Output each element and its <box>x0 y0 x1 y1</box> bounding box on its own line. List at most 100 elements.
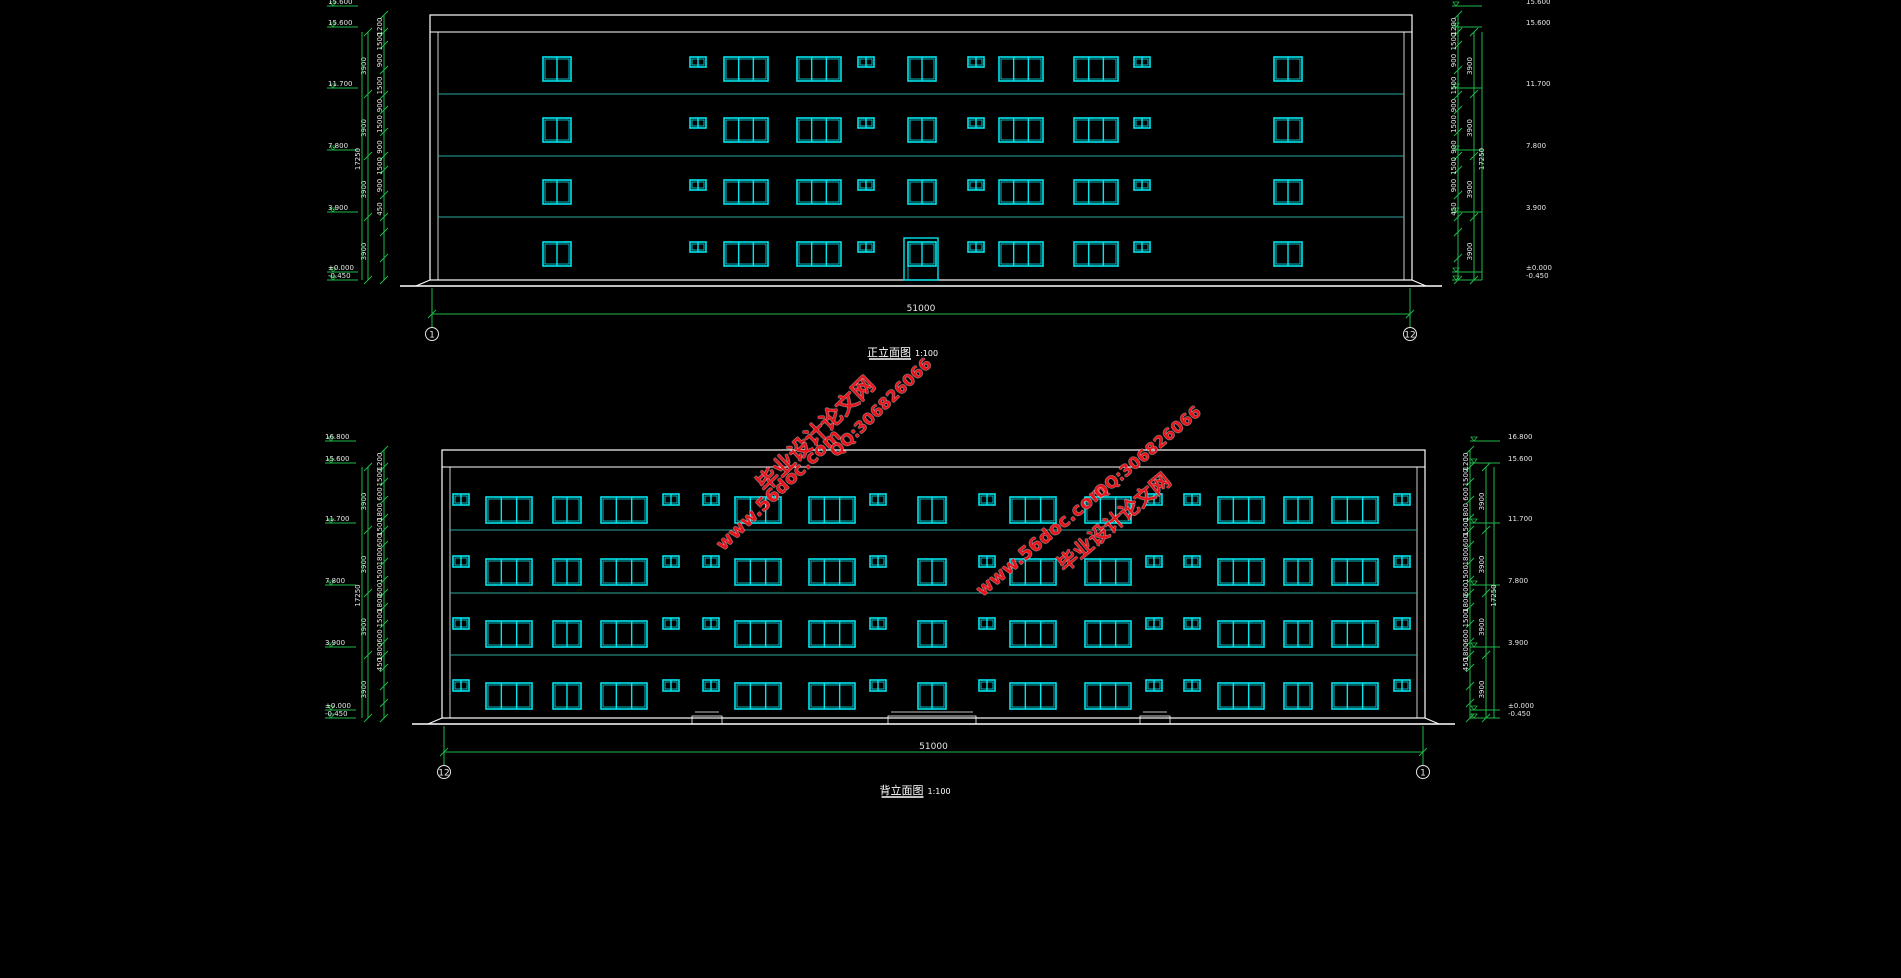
dim-value: 3900 <box>1466 243 1474 261</box>
elevation-label: 11.700 <box>1508 515 1533 523</box>
elevation-label: ±0.000 <box>1526 264 1552 272</box>
elevation-label: 15.600 <box>328 0 353 6</box>
dim-tick <box>363 650 373 660</box>
dim-value: 3900 <box>1478 556 1486 574</box>
window <box>907 56 937 82</box>
dim-value: 1200 <box>1462 453 1470 471</box>
window <box>702 493 720 506</box>
dim-value: 600 <box>1462 534 1470 547</box>
dim-value: 1500 <box>1462 469 1470 487</box>
entrance-step <box>1139 715 1171 725</box>
dim-tick <box>1465 557 1475 567</box>
elevation-label: 11.700 <box>328 80 353 88</box>
window <box>1217 558 1265 586</box>
dim-value: 1800 <box>1462 643 1470 661</box>
window <box>1393 679 1411 692</box>
dim-tick <box>379 27 389 37</box>
total-width-label: 51000 <box>907 304 936 314</box>
elevation-triangle <box>1470 436 1478 442</box>
ground-slope-left <box>415 279 431 287</box>
dim-tick <box>379 253 389 263</box>
dim-tick <box>379 190 389 200</box>
window <box>1283 682 1313 710</box>
window <box>1145 555 1163 568</box>
window <box>662 555 680 568</box>
dim-tick <box>379 165 389 175</box>
axis-label-right: 1 <box>1420 769 1426 779</box>
window <box>808 558 856 586</box>
dim-tick <box>363 27 373 37</box>
window <box>998 56 1044 82</box>
window <box>600 496 648 524</box>
dim-tick <box>1465 663 1475 673</box>
dim-tick <box>1465 588 1475 598</box>
window <box>452 493 470 506</box>
window <box>600 558 648 586</box>
window <box>1217 496 1265 524</box>
window <box>552 682 582 710</box>
window <box>1145 617 1163 630</box>
window <box>552 620 582 648</box>
elevation-label: -0.450 <box>328 272 351 280</box>
dim-tick <box>363 89 373 99</box>
dim-value: 1800 <box>376 503 384 521</box>
window <box>1133 117 1151 129</box>
elevation-triangle <box>327 713 335 719</box>
dim-value: 1500 <box>376 115 384 133</box>
window <box>662 493 680 506</box>
elevation-triangle <box>327 705 335 711</box>
window <box>1073 241 1119 267</box>
dim-tick <box>1453 151 1463 161</box>
dim-total: 17250 <box>1490 584 1498 606</box>
dim-tick <box>1469 27 1479 37</box>
dim-value: 450 <box>1450 202 1458 215</box>
dim-tick <box>1481 713 1491 723</box>
dim-value: 3900 <box>360 618 368 636</box>
entrance-step <box>691 715 723 725</box>
window <box>485 682 533 710</box>
entrance-door <box>903 237 939 281</box>
dim-total: 17250 <box>354 584 362 606</box>
window <box>689 56 707 68</box>
window <box>1145 679 1163 692</box>
elevation-label: 7.800 <box>1508 577 1528 585</box>
window <box>485 558 533 586</box>
dim-tick <box>1405 309 1415 319</box>
elevation-triangle <box>1452 1 1460 7</box>
window <box>978 555 996 568</box>
drawing-scale: 1:100 <box>928 787 951 796</box>
dim-tick <box>379 227 389 237</box>
dim-value: 1800 <box>376 548 384 566</box>
window <box>917 558 947 586</box>
dim-tick <box>363 462 373 472</box>
elevation-label: 15.600 <box>328 19 353 27</box>
dim-tick <box>1465 477 1475 487</box>
window <box>1393 555 1411 568</box>
elevation-label: 11.700 <box>325 515 350 523</box>
elevation-label: 16.800 <box>325 433 350 441</box>
dim-tick <box>1465 637 1475 647</box>
window <box>1283 496 1313 524</box>
dim-value: 3900 <box>1466 119 1474 137</box>
dim-tick <box>1453 212 1463 222</box>
elevation-triangle <box>329 83 337 89</box>
window <box>542 179 572 205</box>
dim-tick <box>1465 525 1475 535</box>
dim-value: 3900 <box>1466 57 1474 75</box>
dim-value: 600 <box>1462 629 1470 642</box>
elevation-label: 11.700 <box>1526 80 1551 88</box>
dim-value: 1500 <box>376 565 384 583</box>
elevation-triangle <box>329 1 337 7</box>
window <box>1273 117 1303 143</box>
dim-tick <box>379 619 389 629</box>
window <box>662 679 680 692</box>
window <box>796 117 842 143</box>
dim-total: 17250 <box>1478 148 1486 170</box>
drawing-title: 正立面图 <box>867 345 911 359</box>
dim-value: 900 <box>1450 179 1458 192</box>
dim-tick <box>1481 588 1491 598</box>
window <box>734 682 782 710</box>
dim-tick <box>439 747 449 757</box>
dim-tick <box>379 477 389 487</box>
